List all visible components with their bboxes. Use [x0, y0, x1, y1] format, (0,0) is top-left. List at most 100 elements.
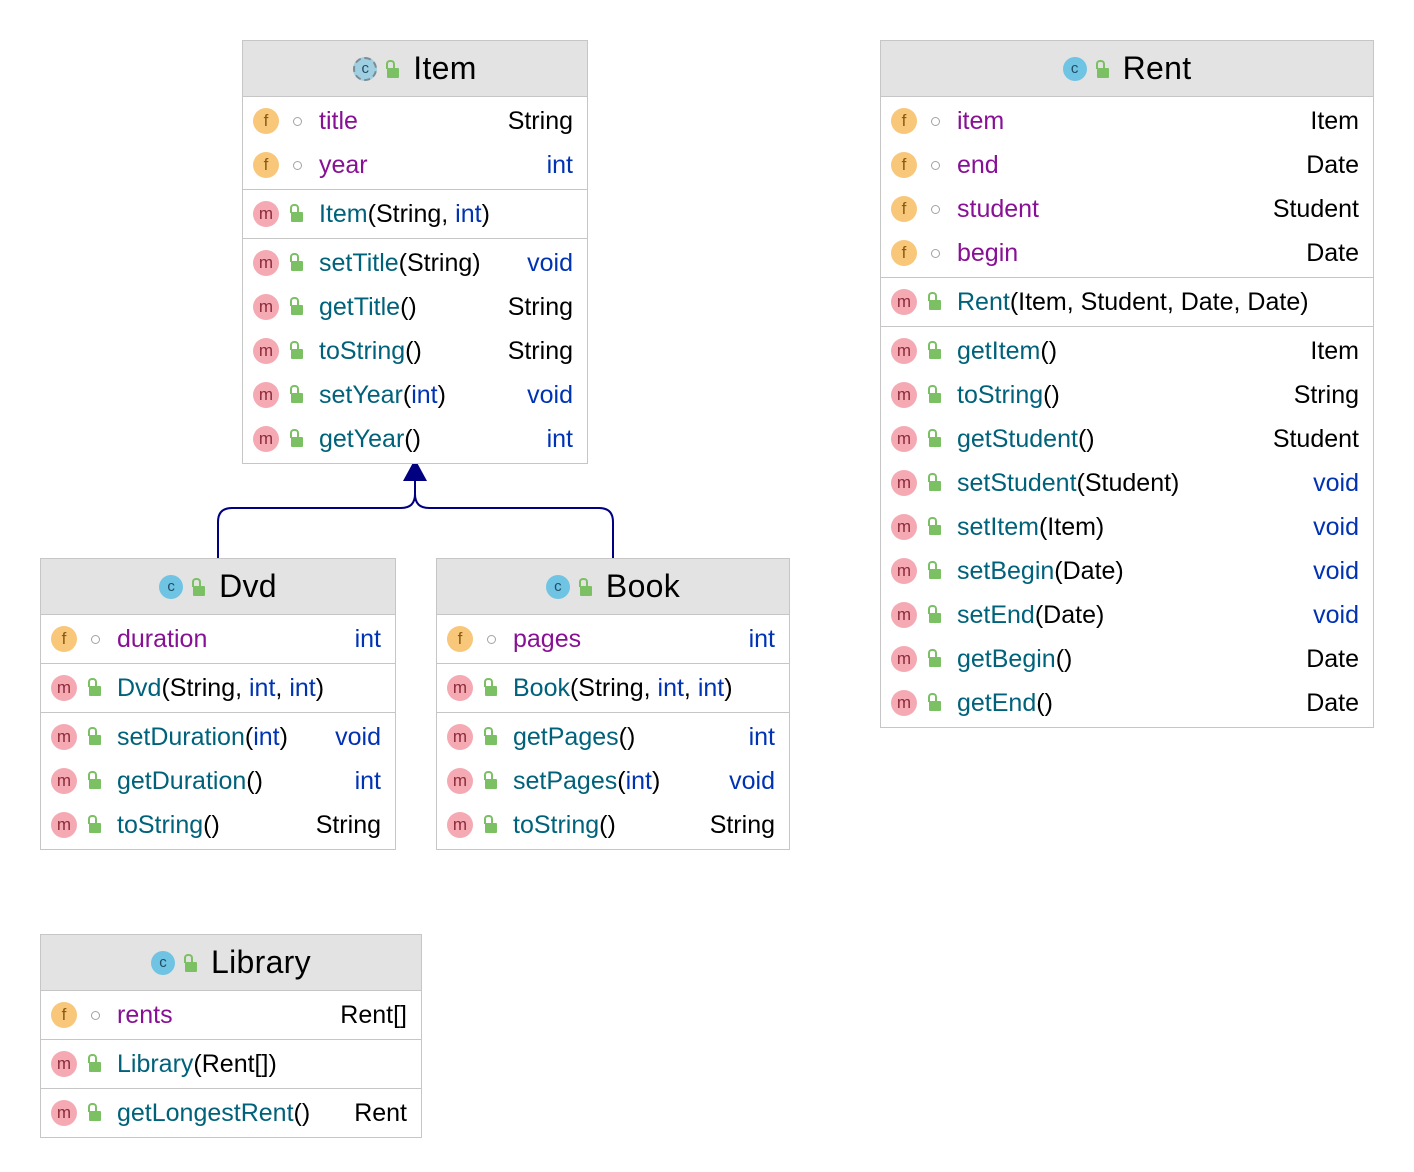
method-icon: m: [51, 812, 77, 838]
public-visibility: [923, 693, 947, 711]
return-type: String: [507, 336, 573, 365]
public-lock-icon: [290, 253, 303, 271]
public-visibility: [285, 204, 309, 222]
package-private-icon: [83, 634, 107, 644]
field-icon: f: [253, 152, 279, 178]
public-lock-icon: [386, 59, 400, 78]
method-icon: m: [253, 201, 279, 227]
class-name: Library: [211, 944, 311, 980]
method-name: getBegin: [957, 644, 1056, 673]
constructor-row[interactable]: m Item(String, int): [243, 192, 587, 236]
public-visibility: [923, 473, 947, 491]
method-name: toString: [319, 336, 406, 365]
public-visibility: [923, 605, 947, 623]
constructor-signature: Item(String, int): [319, 200, 490, 229]
return-type: void: [1313, 468, 1359, 497]
public-lock-icon: [484, 727, 497, 745]
method-signature: toString(): [957, 381, 1060, 410]
constructors-section: m Item(String, int): [243, 190, 587, 239]
visibility-dot: [930, 160, 940, 170]
method-name: setYear: [319, 380, 403, 409]
method-params: (int): [617, 766, 661, 795]
return-type: Student: [1272, 424, 1359, 453]
method-name: setStudent: [957, 468, 1077, 497]
return-type: String: [709, 810, 775, 839]
public-lock-icon: [88, 815, 101, 833]
method-name: toString: [513, 810, 600, 839]
method-icon: m: [253, 338, 279, 364]
package-private-icon: [923, 204, 947, 214]
field-icon: f: [51, 1002, 77, 1028]
method-icon: m: [891, 646, 917, 672]
field-name: begin: [957, 238, 1019, 267]
class-name: Rent: [1122, 50, 1192, 86]
inheritance-arrowhead: [403, 459, 427, 481]
public-lock-icon: [928, 561, 941, 579]
public-visibility: [923, 429, 947, 447]
method-icon: m: [51, 724, 77, 750]
method-signature: getLongestRent(): [117, 1099, 310, 1128]
public-visibility: [923, 341, 947, 359]
field-type: Student: [1272, 194, 1359, 223]
method-signature: toString(): [513, 811, 616, 840]
method-params: (): [246, 766, 263, 795]
constructor-params: (Rent[]): [193, 1049, 277, 1078]
method-icon: m: [891, 382, 917, 408]
constructor-params: (Item, Student, Date, Date): [1009, 287, 1309, 316]
package-private-icon: [923, 248, 947, 258]
public-lock-icon: [88, 771, 101, 789]
method-icon: m: [891, 289, 917, 315]
package-private-icon: [923, 116, 947, 126]
return-type: int: [546, 424, 573, 453]
method-name: getTitle: [319, 292, 401, 321]
